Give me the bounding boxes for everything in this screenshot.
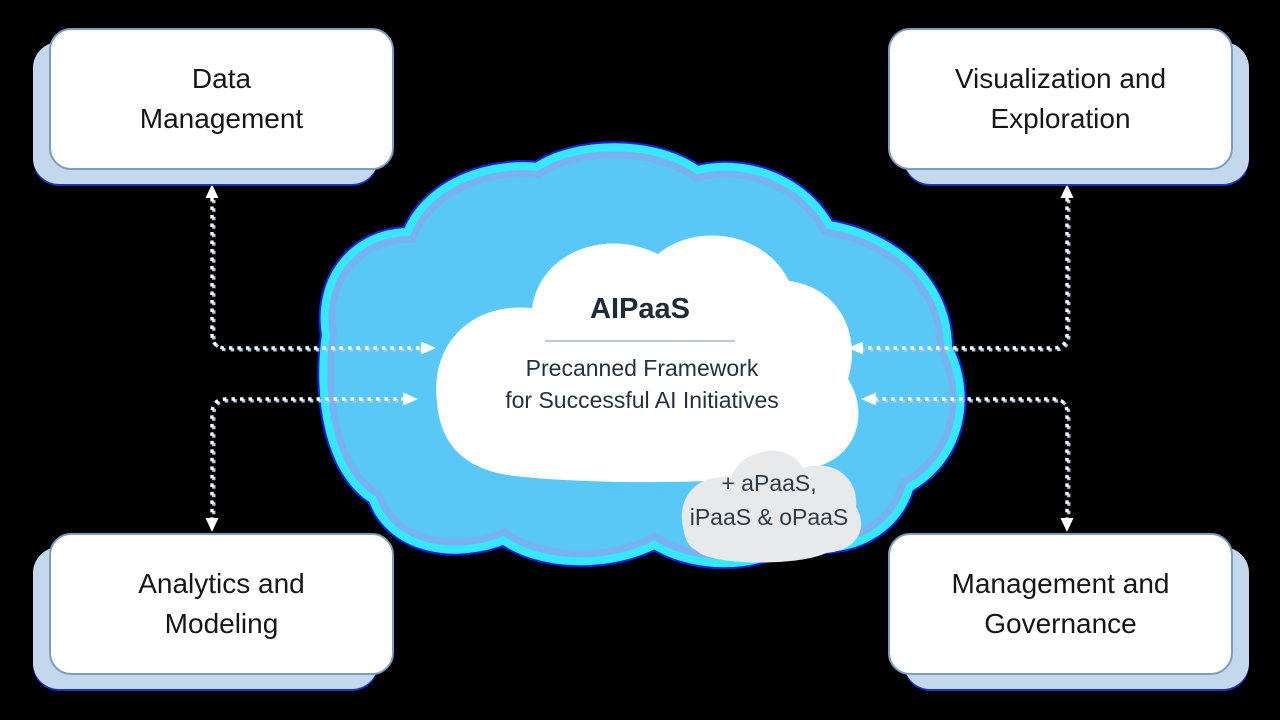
node-analytics-modeling: Analytics and Modeling — [49, 533, 394, 675]
arrowheads — [205, 184, 1074, 532]
connector-visualization-exploration — [861, 198, 1069, 350]
arrowhead-cloud-left-upper — [421, 341, 436, 355]
aipaas-subtitle-line2: for Successful AI Initiatives — [505, 387, 779, 413]
node-management-governance: Management and Governance — [888, 533, 1233, 675]
connector-management-governance — [874, 397, 1069, 518]
arrowhead-down-analytics-modeling — [205, 518, 219, 532]
addon-line1: + aPaaS, — [721, 470, 817, 496]
node-label-line1: Analytics and — [138, 568, 305, 599]
connector-analytics-modeling — [210, 397, 405, 518]
node-label-line1: Management and — [951, 568, 1170, 599]
connectors-underlay — [212, 199, 1071, 520]
addon-line2: iPaaS & oPaaS — [689, 504, 849, 530]
aipaas-subtitle: Precanned Framework for Successful AI In… — [505, 352, 779, 416]
connectors — [210, 198, 1069, 518]
node-label-line2: Modeling — [164, 608, 279, 639]
addon-cloud — [681, 450, 862, 563]
arrowhead-down-management-governance — [1060, 518, 1074, 532]
arrowhead-cloud-left-lower — [403, 392, 418, 406]
aipaas-title: AIPaaS — [590, 293, 690, 325]
addon-cloud-label: + aPaaS, iPaaS & oPaaS — [690, 466, 849, 534]
arrowhead-cloud-right-lower — [861, 392, 876, 406]
node-label-line2: Management — [139, 103, 304, 134]
arrowhead-cloud-right-upper — [848, 341, 863, 355]
node-label-line2: Exploration — [990, 103, 1131, 134]
node-label-line1: Visualization and — [954, 63, 1167, 94]
arrowhead-up-visualization-exploration — [1060, 184, 1074, 198]
node-label-line1: Data — [191, 63, 252, 94]
arrowhead-up-data-management — [205, 184, 219, 198]
node-visualization-exploration: Visualization and Exploration — [888, 28, 1233, 170]
connector-data-management — [210, 198, 423, 350]
node-data-management: Data Management — [49, 28, 394, 170]
node-label-line2: Governance — [984, 608, 1137, 639]
aipaas-inner-cloud — [436, 235, 859, 483]
aipaas-subtitle-line1: Precanned Framework — [525, 355, 759, 381]
